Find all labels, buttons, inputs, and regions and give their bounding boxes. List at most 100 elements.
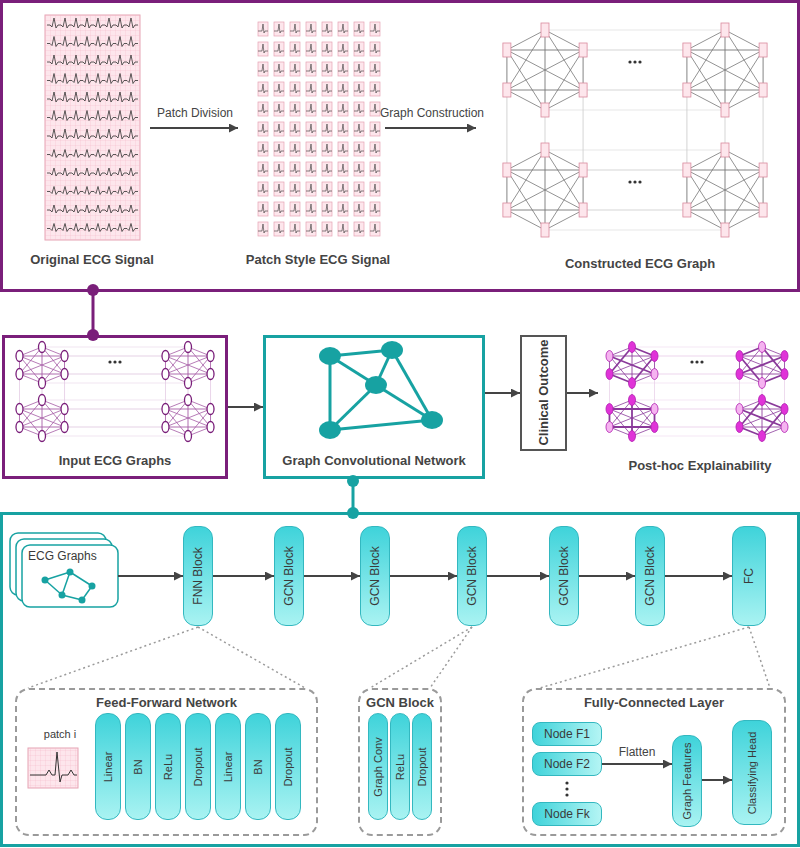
layer-pill: Dropout bbox=[185, 713, 211, 820]
detail-box: Fully-Connected LayerNode F1 Node F2 Node … bbox=[522, 688, 786, 836]
ellipsis-dots bbox=[565, 781, 568, 796]
node-label: Graph Convolutional Network bbox=[266, 453, 482, 468]
zoom-lines bbox=[28, 627, 770, 688]
node-label: GCN Block bbox=[465, 546, 479, 605]
node-label: GCN Block bbox=[282, 546, 296, 605]
node-label: Input ECG Graphs bbox=[5, 453, 225, 468]
block-pill: FNN Block bbox=[183, 526, 213, 626]
layer-pill: Dropout bbox=[412, 713, 432, 820]
link-dot bbox=[347, 507, 359, 519]
patch-box: patch i bbox=[24, 728, 96, 792]
explain-graphs bbox=[606, 342, 788, 442]
input-graphs bbox=[16, 342, 214, 442]
layer-pill: ReLu bbox=[155, 713, 181, 820]
node-label: GCN Block bbox=[368, 546, 382, 605]
model-box: Graph Convolutional Network bbox=[263, 335, 485, 479]
bottom-panel bbox=[2, 514, 799, 846]
node-label: BN bbox=[132, 759, 144, 774]
process-arrow bbox=[385, 127, 476, 129]
layer-pill: Linear bbox=[215, 713, 241, 820]
flow-arrow bbox=[602, 763, 672, 765]
node-label: patch i bbox=[24, 728, 96, 740]
head-pill: Classifying Head bbox=[732, 720, 772, 825]
node-label: Clinical Outcome bbox=[536, 340, 551, 446]
patch-trace bbox=[30, 752, 77, 782]
process-arrow bbox=[150, 127, 238, 129]
node-label: Dropout bbox=[416, 747, 428, 786]
detail-box: GCN BlockGraph Conv ReLu Dropout bbox=[358, 688, 442, 836]
node-label: Node Fk bbox=[544, 807, 589, 821]
block-pill: GCN Block bbox=[635, 526, 665, 626]
node-label: Linear bbox=[102, 751, 114, 782]
flow-arrow bbox=[390, 575, 457, 577]
link-dot bbox=[87, 284, 99, 296]
top-panel bbox=[2, 2, 799, 291]
feature-pill: Node F2 bbox=[532, 752, 602, 776]
flow-arrow bbox=[213, 575, 274, 577]
node-label: Node F1 bbox=[544, 727, 590, 741]
ecg-patches bbox=[258, 22, 380, 236]
caption-label: Post-hoc Explainability bbox=[628, 458, 771, 473]
gcn-icon bbox=[319, 341, 443, 439]
caption-label: Patch Division bbox=[157, 106, 233, 120]
input-box: Input ECG Graphs bbox=[2, 335, 228, 479]
node-label: FNN Block bbox=[191, 547, 205, 604]
node-label: Fully-Connected Layer bbox=[524, 695, 784, 710]
ecg-paper bbox=[45, 15, 140, 240]
mini-graph bbox=[42, 569, 96, 604]
node-label: BN bbox=[252, 759, 264, 774]
block-pill: GCN Block bbox=[549, 526, 579, 626]
flow-arrow bbox=[487, 575, 549, 577]
layer-pill: BN bbox=[245, 713, 271, 820]
flow-arrow bbox=[702, 779, 732, 781]
layer-pill: BN bbox=[125, 713, 151, 820]
node-label: GCN Block bbox=[360, 695, 440, 710]
block-pill: GCN Block bbox=[360, 526, 390, 626]
node-label: Dropout bbox=[282, 747, 294, 786]
node-label: Graph Features bbox=[681, 742, 693, 819]
caption-label: Graph Construction bbox=[380, 106, 484, 120]
graphs-stack: ECG Graphs bbox=[22, 545, 118, 607]
layer-pill: Graph Conv bbox=[368, 713, 388, 820]
block-pill: GCN Block bbox=[274, 526, 304, 626]
flow-arrow bbox=[228, 406, 263, 408]
flow-arrow bbox=[485, 392, 520, 394]
feature-pill: Graph Features bbox=[672, 735, 702, 827]
flow-arrow bbox=[118, 575, 183, 577]
layer-pill: ReLu bbox=[390, 713, 410, 820]
caption-label: Patch Style ECG Signal bbox=[246, 252, 391, 267]
flow-arrow bbox=[579, 575, 635, 577]
layer-pill: Dropout bbox=[275, 713, 301, 820]
ecg-grid bbox=[45, 15, 140, 240]
block-pill: FC bbox=[732, 526, 766, 626]
feature-pill: Node F1 bbox=[532, 722, 602, 746]
block-pill: GCN Block bbox=[457, 526, 487, 626]
layer-pill: Linear bbox=[95, 713, 121, 820]
panel-link bbox=[92, 290, 95, 335]
node-label: FC bbox=[742, 568, 756, 584]
patch-grid bbox=[28, 748, 78, 788]
patch-glyph bbox=[28, 748, 78, 788]
flow-arrow bbox=[665, 575, 732, 577]
feature-pill: Node Fk bbox=[532, 802, 602, 826]
node-label: ReLu bbox=[394, 753, 406, 779]
node-label: Classifying Head bbox=[746, 731, 758, 814]
node-label: ECG Graphs bbox=[28, 549, 97, 563]
flow-arrow bbox=[304, 575, 360, 577]
node-label: GCN Block bbox=[557, 546, 571, 605]
edge-label: Flatten bbox=[617, 745, 658, 759]
caption-label: Original ECG Signal bbox=[30, 252, 154, 267]
node-label: Linear bbox=[222, 751, 234, 782]
node-label: Node F2 bbox=[544, 757, 590, 771]
node-label: Dropout bbox=[192, 747, 204, 786]
outcome-box: Clinical Outcome bbox=[520, 335, 567, 451]
node-label: Feed-Forward Network bbox=[17, 695, 316, 710]
node-label: Graph Conv bbox=[372, 737, 384, 796]
node-label: GCN Block bbox=[643, 546, 657, 605]
ecg-traces bbox=[47, 18, 138, 232]
detail-box: Feed-Forward Network patch i Linear BN ReLu D… bbox=[15, 688, 318, 836]
process-arrow bbox=[567, 392, 598, 394]
node-label: ReLu bbox=[162, 753, 174, 779]
caption-label: Constructed ECG Graph bbox=[565, 256, 715, 271]
